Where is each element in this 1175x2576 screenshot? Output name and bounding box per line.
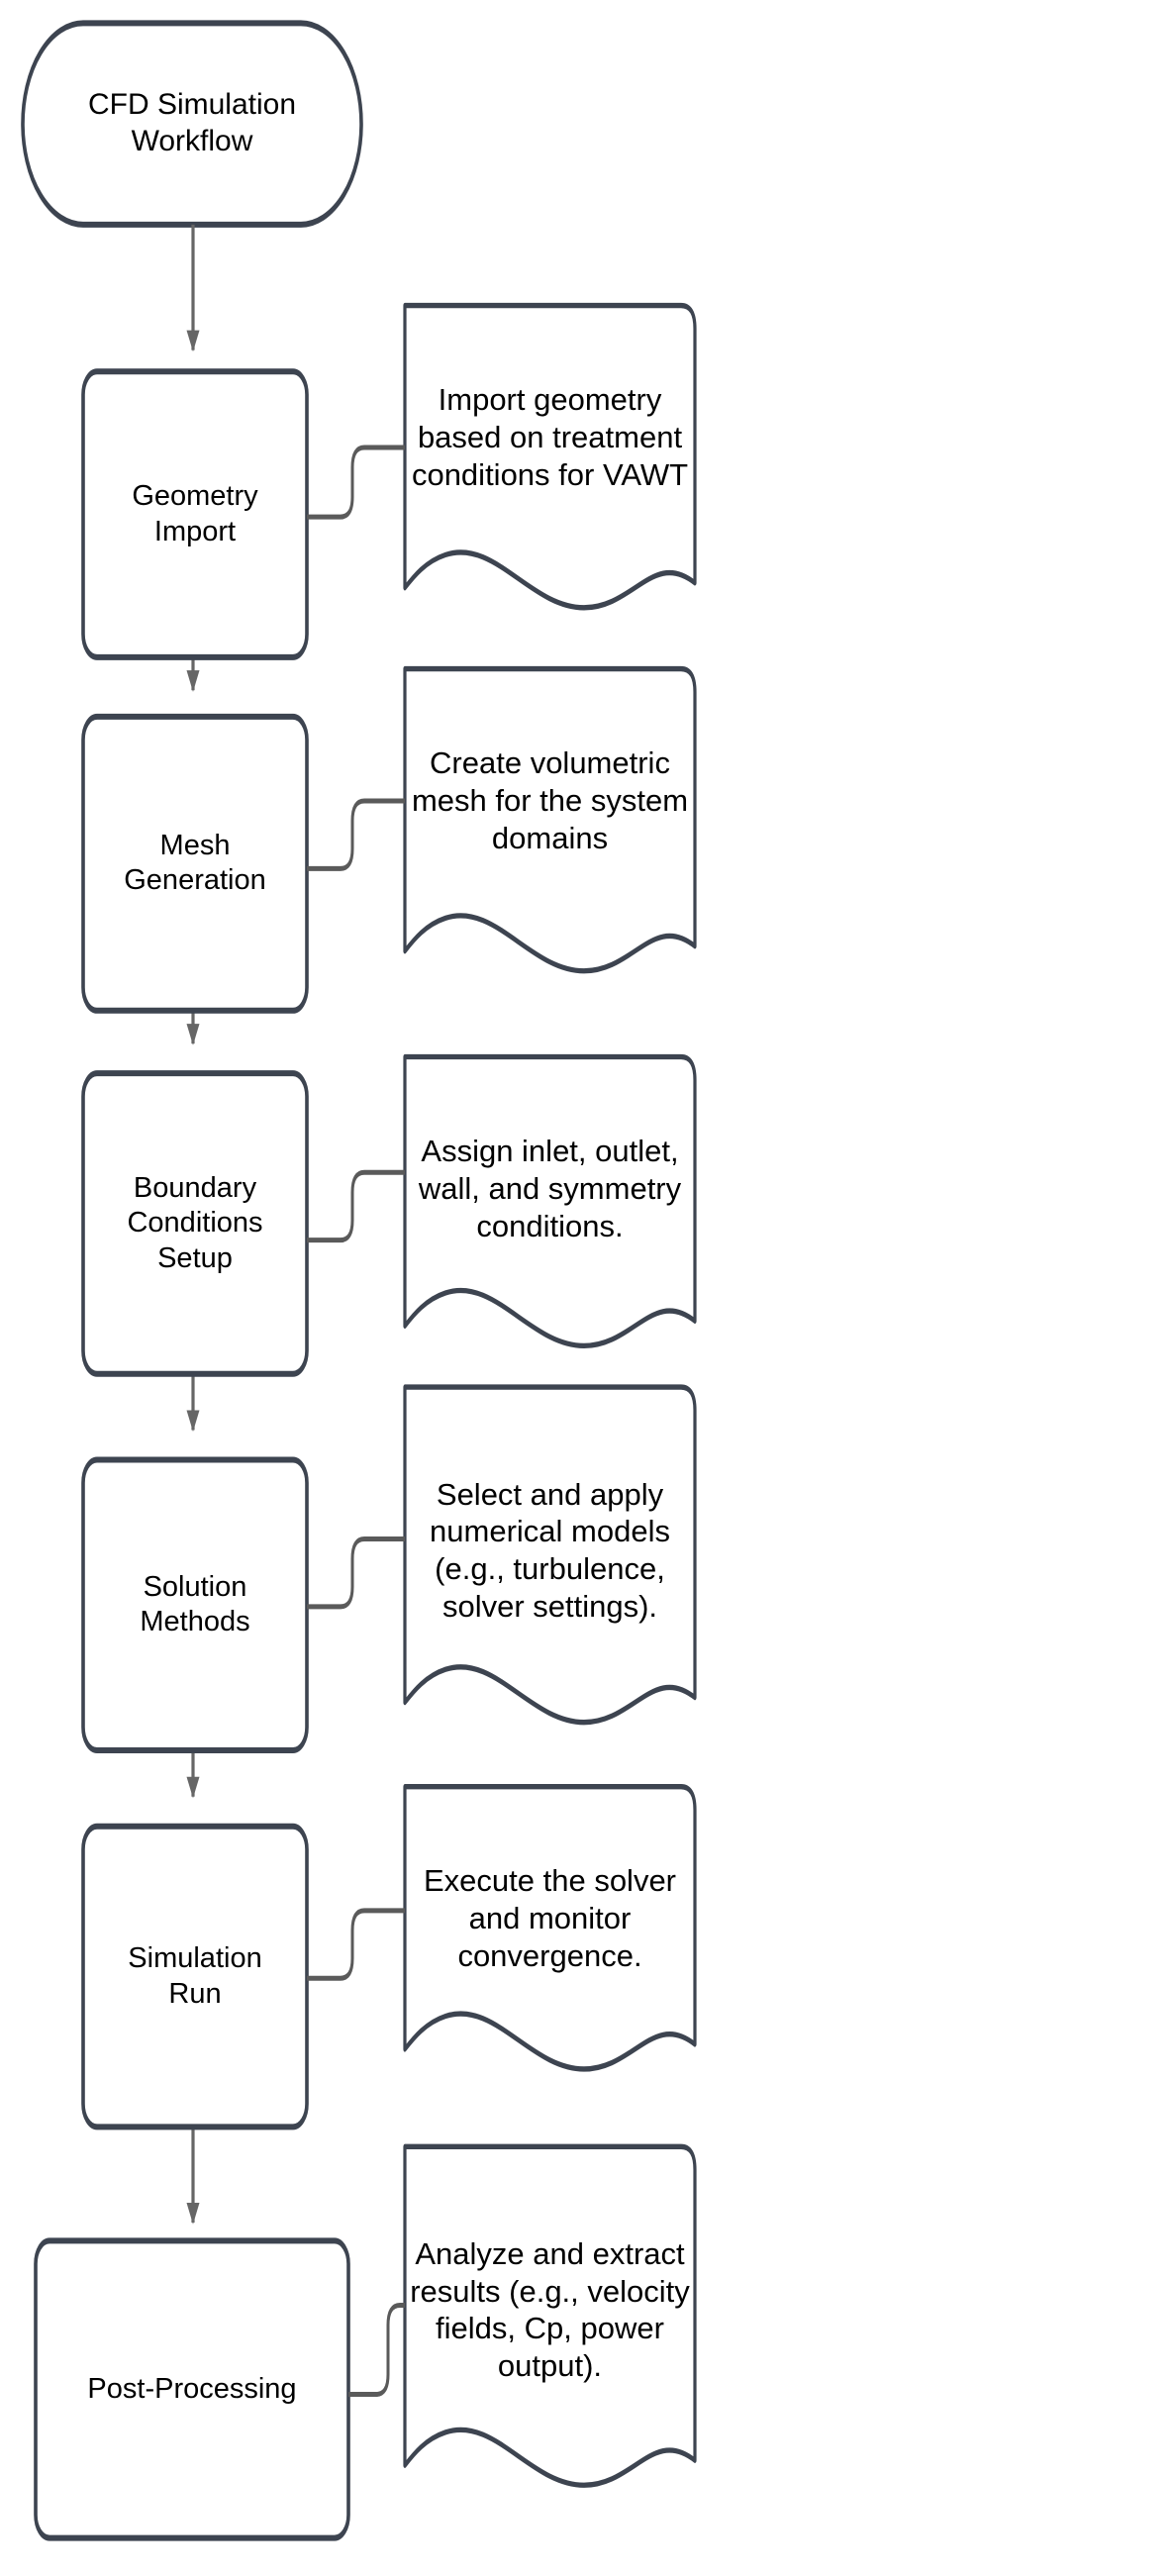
connector-boundary-conditions-to-note <box>307 1169 405 1243</box>
process-box-mesh-generation[interactable] <box>81 713 309 1014</box>
note-shape-simulation-run[interactable] <box>403 1784 697 2072</box>
note-shape-boundary-conditions[interactable] <box>403 1053 697 1349</box>
connector-solution-methods-to-note <box>307 1536 405 1610</box>
process-box-geometry-import[interactable] <box>81 368 309 660</box>
connector-geometry-import-to-note <box>307 445 405 520</box>
process-box-solution-methods[interactable] <box>81 1456 309 1754</box>
start-node-shape[interactable] <box>21 20 363 228</box>
process-box-boundary-conditions-setup[interactable] <box>81 1070 309 1377</box>
process-box-simulation-run[interactable] <box>81 1823 309 2130</box>
process-box-post-processing[interactable] <box>34 2237 350 2541</box>
connector-mesh-generation-to-note <box>307 798 405 871</box>
note-shape-post-processing[interactable] <box>403 2143 697 2488</box>
note-shape-solution-methods[interactable] <box>403 1384 697 1726</box>
note-shape-geometry-import[interactable] <box>403 302 697 611</box>
connector-simulation-run-to-note <box>307 1908 405 1981</box>
note-shape-mesh-generation[interactable] <box>403 665 697 974</box>
connector-post-processing-to-note <box>348 2302 405 2398</box>
